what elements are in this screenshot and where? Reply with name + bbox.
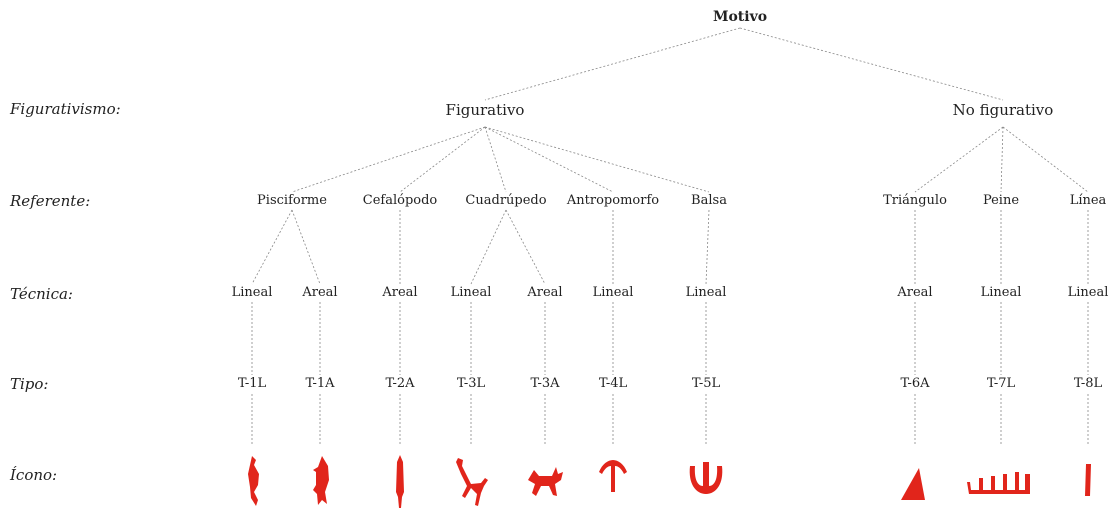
tree-edge: [291, 209, 321, 285]
node-tipo-6: T-4L: [598, 376, 628, 391]
node-linea: Línea: [1069, 193, 1107, 208]
cephalopod-icon: [380, 452, 420, 508]
node-tipo-9: T-7L: [986, 376, 1016, 391]
tree-edge: [484, 27, 741, 101]
node-no-figurativo: No figurativo: [952, 101, 1054, 119]
node-tipo-10: T-8L: [1073, 376, 1103, 391]
level-label-tipo: Tipo:: [10, 375, 49, 393]
node-tecnica-10: Lineal: [1067, 285, 1109, 300]
tree-edge: [739, 27, 1004, 101]
node-antropomorfo: Antropomorfo: [566, 193, 660, 208]
node-figurativo: Figurativo: [445, 101, 525, 119]
node-tipo-4: T-3L: [456, 376, 486, 391]
node-cuadrupedo: Cuadrúpedo: [465, 193, 547, 208]
tree-edge: [505, 209, 546, 285]
tree-edge: [251, 209, 293, 285]
quadruped-areal-icon: [525, 452, 565, 508]
node-tipo-1: T-1L: [237, 376, 267, 391]
tree-edge: [484, 126, 614, 193]
node-triangulo: Triángulo: [883, 193, 947, 208]
level-label-referente: Referente:: [10, 192, 91, 210]
node-tipo-8: T-6A: [900, 376, 930, 391]
raft-icon: [686, 452, 726, 508]
node-tecnica-4: Lineal: [450, 285, 492, 300]
node-tecnica-6: Lineal: [592, 285, 634, 300]
tree-edge: [705, 209, 710, 285]
node-tipo-5: T-3A: [530, 376, 560, 391]
level-label-tecnica: Técnica:: [10, 285, 73, 303]
tree-edge: [399, 126, 486, 193]
quadruped-linear-icon: [451, 452, 491, 508]
tree-edge: [484, 126, 507, 193]
tree-edge: [1000, 126, 1004, 193]
node-cefalopodo: Cefalópodo: [362, 193, 438, 208]
node-tecnica-2: Areal: [302, 285, 338, 300]
line-icon: [1068, 452, 1108, 508]
level-label-figurativismo: Figurativismo:: [10, 100, 121, 118]
node-tipo-2: T-1A: [305, 376, 335, 391]
node-tipo-7: T-5L: [691, 376, 721, 391]
tree-edge: [291, 126, 486, 193]
anthropomorph-icon: [593, 452, 633, 508]
comb-icon: [963, 452, 1039, 508]
node-tecnica-9: Lineal: [980, 285, 1022, 300]
node-pisciforme: Pisciforme: [257, 193, 327, 208]
root-node-motivo: Motivo: [712, 9, 768, 25]
node-tecnica-3: Areal: [382, 285, 418, 300]
level-label-icono: Ícono:: [10, 466, 58, 484]
node-tecnica-8: Areal: [897, 285, 933, 300]
fish-vertical-icon: [232, 452, 272, 508]
tree-edge: [914, 126, 1004, 193]
node-peine: Peine: [982, 193, 1020, 208]
node-tecnica-7: Lineal: [685, 285, 727, 300]
node-tecnica-5: Areal: [527, 285, 563, 300]
triangle-icon: [895, 452, 935, 508]
tree-edge: [484, 126, 710, 193]
node-tipo-3: T-2A: [385, 376, 415, 391]
tree-edge: [470, 209, 507, 285]
node-balsa: Balsa: [691, 193, 727, 208]
node-tecnica-1: Lineal: [231, 285, 273, 300]
fish-areal-icon: [300, 452, 340, 508]
tree-edge: [1002, 126, 1089, 193]
